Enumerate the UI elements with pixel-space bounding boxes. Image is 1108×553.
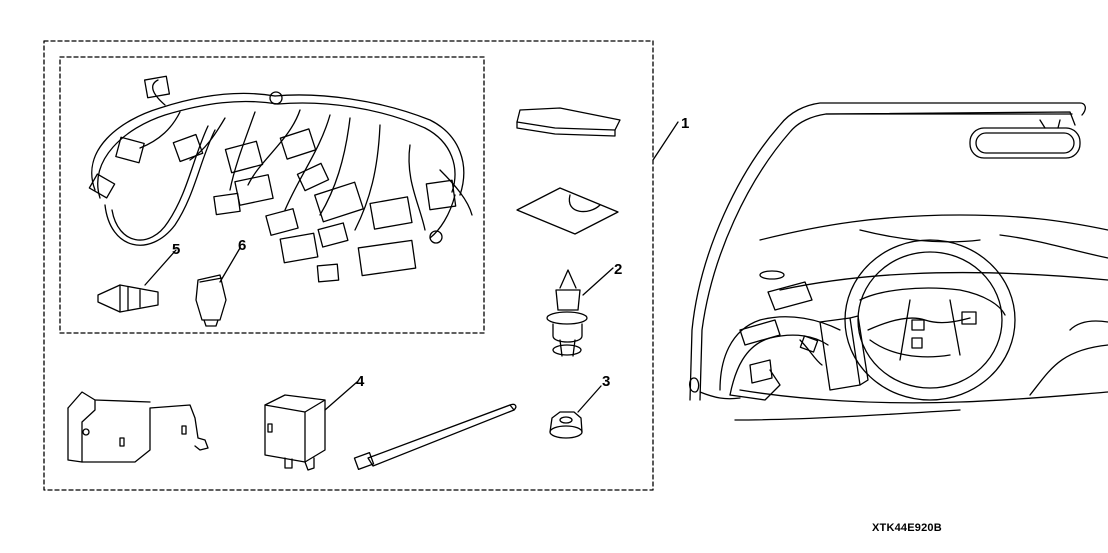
blade-fuse [97,284,159,313]
callout-number: 1 [681,115,689,132]
flange-nut [549,411,583,439]
callout-number: 3 [602,373,610,390]
harness-outline [59,56,485,334]
callout-number: 5 [172,241,180,258]
adhesive-pad [516,187,619,235]
figure-code: XTK44E920B [872,522,942,534]
foam-tape [516,107,621,137]
relay [264,394,326,471]
callout-number: 4 [356,373,365,390]
callout-number: 2 [614,261,622,278]
callout-number: 6 [238,237,246,254]
callout-leaders [144,121,679,413]
wire-harness [88,75,473,283]
vehicle-interior [688,102,1108,421]
cable-tie [353,403,517,471]
bracket [67,391,209,463]
push-clip [546,269,588,357]
kit-outline [43,40,654,491]
cartridge-fuse [195,274,227,327]
